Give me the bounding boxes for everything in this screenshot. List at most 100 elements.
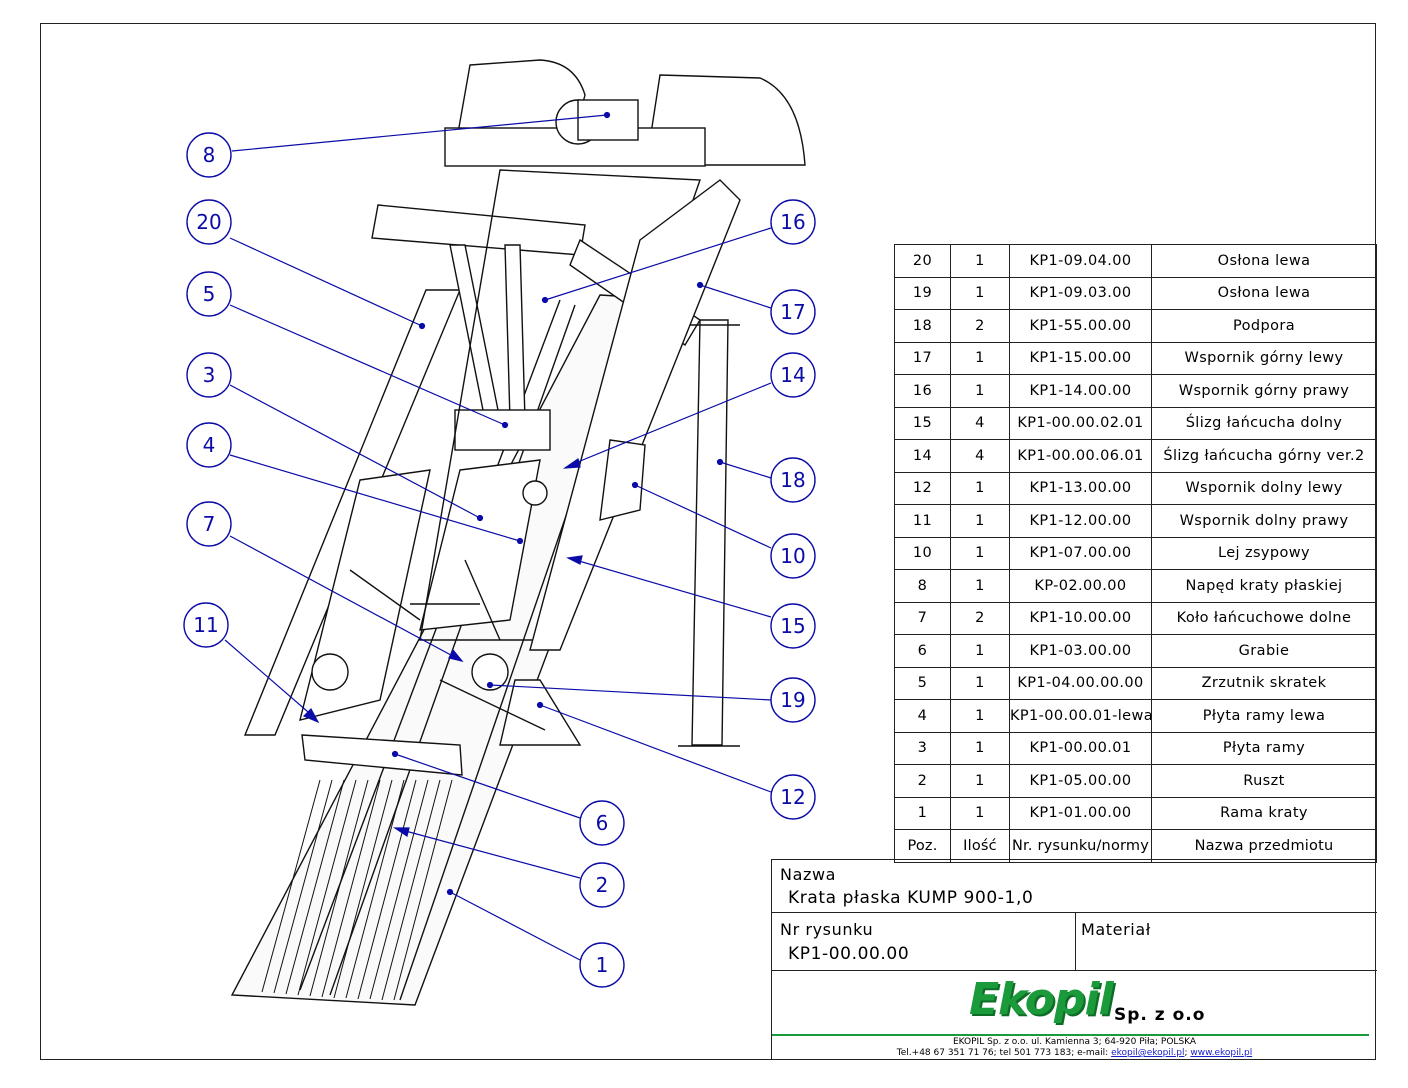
parts-cell-drawing-no: KP1-00.00.01-lewa	[1009, 699, 1152, 733]
callout-7: 7	[186, 501, 232, 547]
callout-10-label: 10	[780, 544, 805, 568]
parts-header-drawing-no: Nr. rysunku/normy	[1009, 829, 1152, 863]
parts-cell-name: Płyta ramy	[1151, 731, 1377, 765]
callout-10: 10	[770, 533, 816, 579]
callout-15: 15	[770, 603, 816, 649]
drawing-number-label: Nr rysunku	[780, 920, 874, 939]
callout-17-label: 17	[780, 300, 805, 324]
footer-contact-line: Tel.+48 67 351 71 76; tel 501 773 183; e…	[896, 1048, 1253, 1058]
parts-cell-name: Płyta ramy lewa	[1151, 699, 1377, 733]
parts-cell-name: Grabie	[1151, 634, 1377, 668]
parts-cell-qty: 1	[950, 731, 1010, 765]
parts-cell-drawing-no: KP1-09.04.00	[1009, 244, 1152, 278]
parts-cell-name: Lej zsypowy	[1151, 536, 1377, 570]
parts-cell-drawing-no: KP1-03.00.00	[1009, 634, 1152, 668]
callout-4: 4	[186, 422, 232, 468]
parts-cell-pos: 16	[894, 374, 951, 408]
parts-cell-name: Wspornik dolny lewy	[1151, 471, 1377, 505]
callout-7-label: 7	[203, 512, 216, 536]
parts-header-name: Nazwa przedmiotu	[1151, 829, 1377, 863]
callout-3: 3	[186, 352, 232, 398]
parts-cell-drawing-no: KP1-13.00.00	[1009, 471, 1152, 505]
parts-cell-qty: 1	[950, 471, 1010, 505]
parts-cell-pos: 6	[894, 634, 951, 668]
rake	[301, 734, 463, 776]
parts-cell-qty: 4	[950, 406, 1010, 440]
callout-19: 19	[770, 677, 816, 723]
frame-left-rail	[243, 289, 462, 736]
callout-2: 2	[579, 862, 625, 908]
parts-cell-name: Zrzutnik skratek	[1151, 666, 1377, 700]
sprocket-right	[471, 653, 509, 691]
parts-cell-qty: 2	[950, 309, 1010, 343]
grate-bars	[261, 779, 453, 1001]
parts-header-pos: Poz.	[894, 829, 951, 863]
parts-cell-pos: 10	[894, 536, 951, 570]
parts-cell-pos: 7	[894, 601, 951, 635]
parts-cell-name: Ruszt	[1151, 764, 1377, 798]
parts-cell-pos: 18	[894, 309, 951, 343]
parts-cell-drawing-no: KP1-10.00.00	[1009, 601, 1152, 635]
title-block: Nazwa Krata płaska KUMP 900-1,0 Nr rysun…	[771, 859, 1377, 1060]
callout-15-label: 15	[780, 614, 805, 638]
parts-cell-name: Wspornik dolny prawy	[1151, 504, 1377, 538]
parts-cell-name: Ślizg łańcucha górny ver.2	[1151, 439, 1377, 473]
parts-cell-qty: 1	[950, 341, 1010, 375]
parts-cell-qty: 1	[950, 796, 1010, 830]
parts-cell-drawing-no: KP1-55.00.00	[1009, 309, 1152, 343]
parts-cell-qty: 1	[950, 666, 1010, 700]
email-link[interactable]: ekopil@ekopil.pl	[1111, 1048, 1185, 1058]
parts-cell-drawing-no: KP1-05.00.00	[1009, 764, 1152, 798]
parts-cell-qty: 1	[950, 536, 1010, 570]
parts-cell-name: Osłona lewa	[1151, 276, 1377, 310]
callout-17: 17	[770, 289, 816, 335]
parts-cell-pos: 20	[894, 244, 951, 278]
parts-cell-drawing-no: KP1-00.00.02.01	[1009, 406, 1152, 440]
parts-cell-qty: 1	[950, 374, 1010, 408]
callout-12: 12	[770, 774, 816, 820]
parts-cell-qty: 1	[950, 244, 1010, 278]
parts-cell-pos: 4	[894, 699, 951, 733]
parts-cell-pos: 1	[894, 796, 951, 830]
callout-20-label: 20	[196, 210, 221, 234]
parts-cell-name: Koło łańcuchowe dolne	[1151, 601, 1377, 635]
parts-cell-pos: 3	[894, 731, 951, 765]
frame-plate	[419, 459, 541, 631]
parts-cell-name: Napęd kraty płaskiej	[1151, 569, 1377, 603]
callout-11: 11	[183, 602, 229, 648]
callout-6-label: 6	[596, 811, 609, 835]
logo-divider	[772, 1034, 1369, 1036]
callouts: 8 20 5 3 4 7 11 16 17 14 18 10 15 19 12 …	[183, 132, 816, 988]
website-link[interactable]: www.ekopil.pl	[1190, 1048, 1253, 1058]
parts-cell-pos: 15	[894, 406, 951, 440]
parts-header-qty: Ilość	[950, 829, 1010, 863]
callout-1: 1	[579, 942, 625, 988]
callout-12-label: 12	[780, 785, 805, 809]
hopper	[599, 439, 646, 521]
callout-14-label: 14	[780, 363, 805, 387]
parts-cell-name: Wspornik górny lewy	[1151, 341, 1377, 375]
parts-cell-qty: 1	[950, 764, 1010, 798]
callout-14: 14	[770, 352, 816, 398]
drawing-number: KP1-00.00.00	[788, 944, 910, 964]
callout-16-label: 16	[780, 210, 805, 234]
parts-cell-pos: 17	[894, 341, 951, 375]
footer-address: EKOPIL Sp. z o.o. ul. Kamienna 3; 64-920…	[952, 1037, 1197, 1047]
parts-cell-drawing-no: KP1-00.00.06.01	[1009, 439, 1152, 473]
callout-3-label: 3	[203, 363, 216, 387]
callout-16: 16	[770, 199, 816, 245]
parts-cell-pos: 19	[894, 276, 951, 310]
callout-8-label: 8	[203, 143, 216, 167]
name-label: Nazwa	[780, 865, 837, 884]
parts-cell-name: Wspornik górny prawy	[1151, 374, 1377, 408]
